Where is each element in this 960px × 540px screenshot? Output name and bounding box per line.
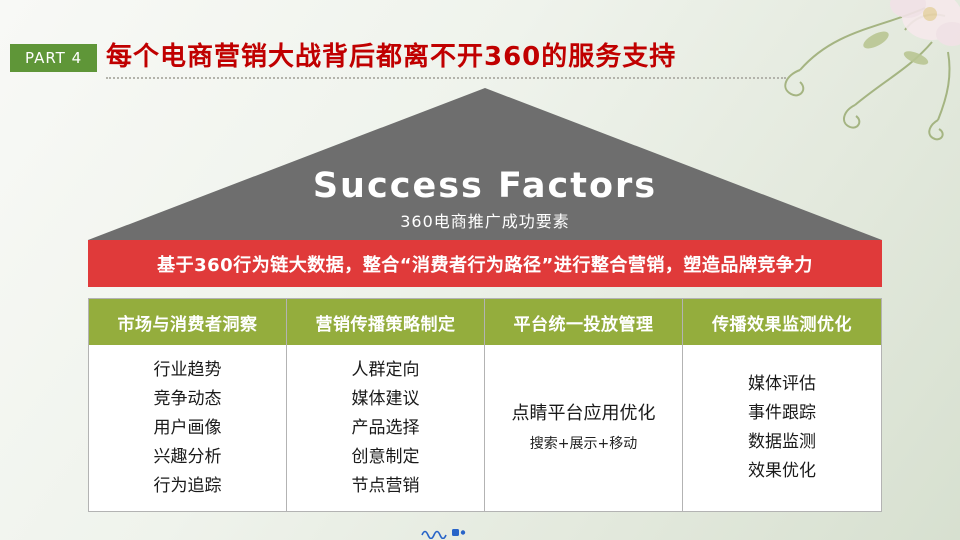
watermark-logo: [421, 529, 466, 539]
list-item: 行业趋势: [153, 359, 222, 380]
list-item: 竞争动态: [153, 388, 222, 409]
list-item: 节点营销: [351, 475, 420, 496]
platform-sub-text: 搜索+展示+移动: [529, 436, 638, 452]
table-header-cell: 平台统一投放管理: [485, 299, 683, 345]
floral-decoration-icon: [784, 0, 960, 141]
table-header-cell: 市场与消费者洞察: [89, 299, 287, 345]
roof-shape: Success Factors 360电商推广成功要素: [88, 88, 882, 240]
list-item: 数据监测: [748, 432, 816, 452]
list-item: 产品选择: [351, 417, 420, 438]
list-item: 媒体建议: [351, 388, 420, 409]
platform-main-text: 点睛平台应用优化: [511, 403, 656, 424]
list-item: 事件跟踪: [748, 403, 816, 423]
roof-subtitle: 360电商推广成功要素: [400, 212, 570, 231]
list-item: 人群定向: [351, 359, 420, 380]
roof-title: Success Factors: [312, 166, 658, 206]
list-item: 行为追踪: [153, 475, 222, 496]
page-title: 每个电商营销大战背后都离不开360的服务支持: [106, 42, 677, 72]
list-item: 用户画像: [153, 417, 222, 438]
list-item: 媒体评估: [748, 374, 816, 394]
table-body-row: 行业趋势 竞争动态 用户画像 兴趣分析 行为追踪 人群定向 媒体建议 产品选择 …: [89, 345, 881, 511]
list-item: 兴趣分析: [153, 446, 222, 467]
table-header-cell: 营销传播策略制定: [287, 299, 485, 345]
table-column-monitoring: 媒体评估 事件跟踪 数据监测 效果优化: [683, 345, 881, 511]
list-item: 效果优化: [748, 461, 816, 481]
table-column-strategy: 人群定向 媒体建议 产品选择 创意制定 节点营销: [287, 345, 485, 511]
part-badge: PART 4: [10, 44, 98, 72]
table-header-row: 市场与消费者洞察 营销传播策略制定 平台统一投放管理 传播效果监测优化: [89, 299, 881, 345]
list-item: 创意制定: [351, 446, 420, 467]
title-underline: [106, 77, 786, 79]
table-header-cell: 传播效果监测优化: [683, 299, 881, 345]
success-factors-table: 市场与消费者洞察 营销传播策略制定 平台统一投放管理 传播效果监测优化 行业趋势…: [88, 298, 882, 512]
banner: 基于360行为链大数据，整合“消费者行为路径”进行整合营销，塑造品牌竞争力: [88, 240, 882, 287]
table-column-platform: 点睛平台应用优化 搜索+展示+移动: [485, 345, 683, 511]
table-column-market-insight: 行业趋势 竞争动态 用户画像 兴趣分析 行为追踪: [89, 345, 287, 511]
